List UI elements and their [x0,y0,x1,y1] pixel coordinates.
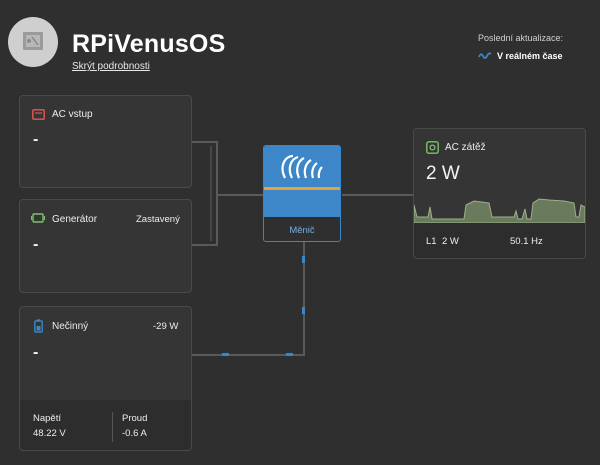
voltage-label: Napětí [33,413,61,424]
footer-divider [112,412,113,442]
realtime-wave-icon [478,52,492,59]
flow-dot [302,256,305,263]
phase-power: 2 W [442,236,459,247]
inverter-logo-panel [264,146,340,217]
current-value: -0.6 A [122,428,147,439]
device-icon [23,32,43,50]
ac-load-footer [414,223,585,258]
phase-label: L1 [426,236,437,247]
generator-title: Generátor [52,214,98,225]
inverter-accent-stripe [264,187,340,190]
ac-load-sparkline [414,198,585,223]
ac-load-icon [426,141,439,154]
battery-footer [20,400,191,450]
current-label: Proud [122,413,148,424]
ac-input-card[interactable]: AC vstup - [19,95,192,188]
wire-battery-h [191,354,305,356]
battery-card[interactable]: Nečinný -29 W - Napětí 48.22 V Proud -0.… [19,306,192,451]
wire-left-vertical-inner [210,146,212,241]
wire-ac-input-h [191,141,218,143]
battery-power: -29 W [153,321,179,332]
generator-icon [31,213,45,223]
ac-frequency: 50.1 Hz [510,236,543,247]
wire-battery-vertical [303,242,305,356]
inverter-card[interactable]: Měnič [263,145,341,242]
victron-logo-icon [281,154,323,179]
generator-status: Zastavený [136,214,180,225]
flow-dot [222,353,229,356]
wire-generator-h [191,244,218,246]
device-avatar [8,17,58,67]
generator-card[interactable]: Generátor Zastavený - [19,199,192,293]
last-update-label: Poslední aktualizace: [478,33,564,43]
wire-inverter-to-load [342,194,414,196]
ac-input-icon [32,109,45,120]
generator-value: - [33,236,39,253]
ac-load-card[interactable]: AC zátěž 2 W L1 2 W 50.1 Hz [413,128,586,259]
page-title: RPiVenusOS [72,30,226,58]
ac-input-title: AC vstup [52,109,93,120]
battery-icon [34,319,43,333]
flow-dot [286,353,293,356]
voltage-value: 48.22 V [33,428,66,439]
battery-title: Nečinný [52,321,89,332]
inverter-label: Měnič [289,225,315,236]
wire-to-inverter [216,194,263,196]
hide-details-link[interactable]: Skrýt podrobnosti [72,61,150,72]
ac-load-power: 2 W [426,163,460,184]
wire-left-vertical [216,141,218,246]
flow-dot [302,307,305,314]
battery-value: - [33,344,39,361]
ac-load-title: AC zátěž [445,142,486,153]
ac-input-value: - [33,131,39,148]
realtime-label: V reálném čase [497,51,563,61]
